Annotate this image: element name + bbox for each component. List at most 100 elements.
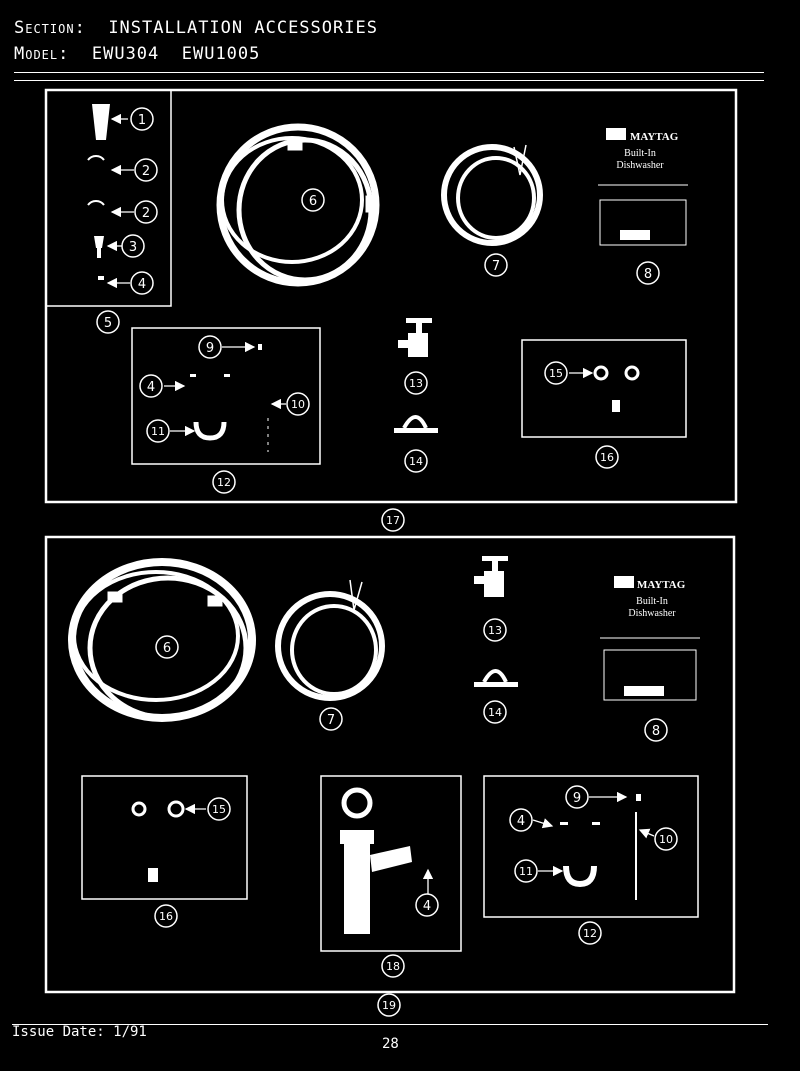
svg-text:10: 10 — [291, 398, 305, 411]
header-rule-2 — [14, 80, 764, 81]
kit-box-line1-b: Built-In — [636, 596, 668, 607]
nut-part — [98, 276, 104, 280]
section-label: Section: — [14, 18, 86, 38]
callout-15: 15 — [544, 361, 568, 385]
callout-14b: 14 — [483, 700, 507, 724]
svg-text:18: 18 — [386, 960, 400, 973]
svg-text:11: 11 — [151, 425, 165, 438]
hardware-box-top — [131, 327, 321, 465]
svg-text:4: 4 — [138, 277, 146, 292]
shutoff-valve-b — [474, 556, 508, 597]
svg-text:17: 17 — [386, 514, 400, 527]
disposer-tailpiece — [340, 830, 412, 934]
model-value: EWU304 EWU1005 — [91, 44, 261, 64]
assembly-callout-17: 17 — [381, 508, 405, 532]
issue-date: Issue Date: 1/91 — [12, 1024, 147, 1040]
callout-9: 9 — [198, 335, 222, 359]
callout-10b: 10 — [654, 827, 678, 851]
section-value: INSTALLATION ACCESSORIES — [108, 18, 378, 38]
svg-text:7: 7 — [327, 713, 335, 728]
footer-rule — [12, 1024, 768, 1025]
svg-text:15: 15 — [549, 367, 563, 380]
svg-text:12: 12 — [583, 927, 597, 940]
callout-16b: 16 — [154, 904, 178, 928]
svg-text:19: 19 — [382, 999, 396, 1012]
callout-4b: 4 — [139, 374, 163, 398]
svg-text:12: 12 — [217, 476, 231, 489]
bottom-panel-frame — [44, 535, 736, 994]
svg-text:6: 6 — [309, 194, 317, 209]
power-cord-coil-b — [275, 579, 385, 701]
shutoff-valve — [398, 318, 432, 357]
washer-box-top — [521, 339, 687, 438]
clamp-part-a — [87, 155, 105, 161]
svg-text:8: 8 — [644, 267, 652, 282]
svg-text:3: 3 — [129, 240, 137, 255]
svg-text:9: 9 — [206, 341, 214, 356]
callout-8: 8 — [636, 261, 660, 285]
header-rule-1 — [14, 72, 764, 73]
svg-text:11: 11 — [519, 865, 533, 878]
kit-brand-text: MAYTAG — [630, 131, 679, 143]
power-cord-coil — [441, 144, 543, 246]
callout-7: 7 — [484, 253, 508, 277]
screw-part — [94, 236, 104, 258]
callout-10: 10 — [286, 392, 310, 416]
callout-6: 6 — [301, 188, 325, 212]
callout-7b: 7 — [319, 707, 343, 731]
svg-text:16: 16 — [159, 910, 173, 923]
callout-4c: 4 — [415, 893, 439, 917]
svg-text:14: 14 — [409, 455, 423, 468]
svg-text:2: 2 — [142, 164, 150, 179]
page-number: 28 — [382, 1036, 399, 1052]
callout-4a: 4 — [130, 271, 154, 295]
callout-12: 12 — [212, 470, 236, 494]
drain-hose-coil-b — [68, 558, 256, 722]
callout-3: 3 — [121, 234, 145, 258]
callout-5: 5 — [96, 310, 120, 334]
installation-kit-box-b: MAYTAG Built-In Dishwasher — [600, 576, 700, 701]
model-label: Model: — [14, 44, 70, 64]
svg-text:10: 10 — [659, 833, 673, 846]
tailpiece-box — [320, 775, 462, 952]
callout-15b: 15 — [207, 797, 231, 821]
callout-9b: 9 — [565, 785, 589, 809]
svg-text:15: 15 — [212, 803, 226, 816]
callout-2b: 2 — [134, 200, 158, 224]
svg-text:8: 8 — [652, 724, 660, 739]
svg-text:9: 9 — [573, 791, 581, 806]
svg-text:4: 4 — [423, 899, 431, 914]
callout-13b: 13 — [483, 618, 507, 642]
callout-8b: 8 — [644, 718, 668, 742]
section-line: Section: INSTALLATION ACCESSORIES — [14, 18, 378, 38]
callout-4d: 4 — [509, 808, 533, 832]
svg-text:6: 6 — [163, 641, 171, 656]
callout-11b: 11 — [514, 859, 538, 883]
callout-14: 14 — [404, 449, 428, 473]
callout-18: 18 — [381, 954, 405, 978]
drain-hose-coil — [216, 123, 380, 287]
strain-relief-fitting — [394, 415, 438, 433]
svg-text:13: 13 — [409, 377, 423, 390]
callout-2a: 2 — [134, 158, 158, 182]
svg-text:14: 14 — [488, 706, 502, 719]
small-parts-box — [45, 89, 172, 307]
svg-text:5: 5 — [104, 316, 112, 331]
svg-text:16: 16 — [600, 451, 614, 464]
strain-relief-fitting-b — [474, 669, 518, 687]
installation-kit-box: MAYTAG Built-In Dishwasher — [598, 128, 688, 246]
svg-text:4: 4 — [147, 380, 155, 395]
cap-part — [92, 104, 110, 140]
hardware-box-bottom — [483, 775, 699, 918]
callout-12b: 12 — [578, 921, 602, 945]
svg-text:4: 4 — [517, 814, 525, 829]
washer-box-bottom — [81, 775, 248, 900]
svg-text:2: 2 — [142, 206, 150, 221]
svg-text:7: 7 — [492, 259, 500, 274]
callout-6b: 6 — [155, 635, 179, 659]
kit-brand-text-b: MAYTAG — [637, 579, 686, 591]
callout-13: 13 — [404, 371, 428, 395]
clamp-part-b — [87, 200, 105, 206]
callout-11: 11 — [146, 419, 170, 443]
